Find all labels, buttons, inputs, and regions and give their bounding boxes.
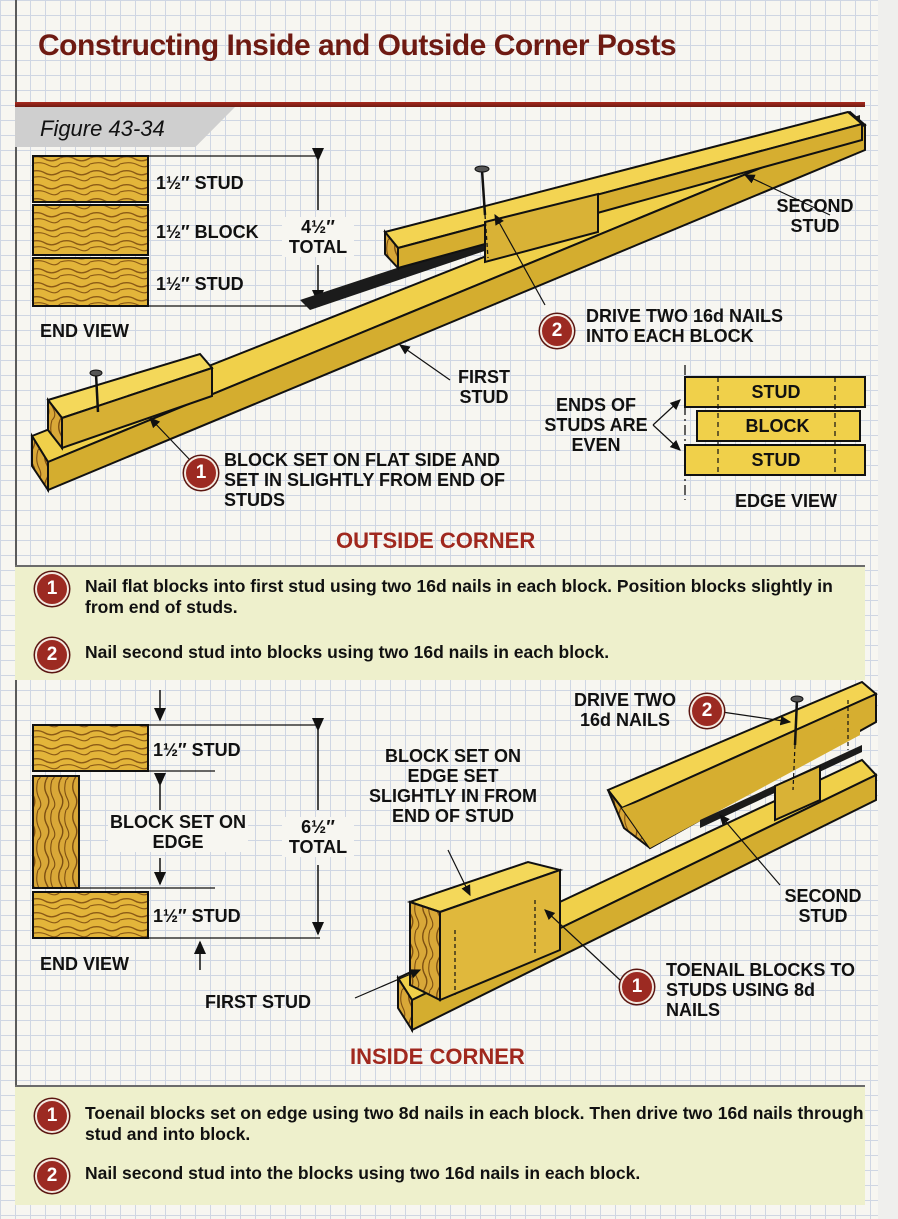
- outside-note-2-text: Nail second stud into blocks using two 1…: [85, 642, 610, 662]
- inside-stud-bottom-label: 1½″ STUD: [153, 906, 241, 926]
- inside-callout-2-text: DRIVE TWO 16d NAILS: [574, 690, 676, 730]
- outside-studs: [30, 110, 867, 494]
- inside-block-label: BLOCK SET ON EDGE: [108, 812, 248, 852]
- inside-note-2-text: Nail second stud into the blocks using t…: [85, 1163, 641, 1183]
- title-rule: [15, 102, 865, 107]
- end-stud-bottom: [32, 257, 149, 307]
- outside-callout-1-badge: 1: [184, 456, 218, 490]
- outside-callout-1-text: BLOCK SET ON FLAT SIDE AND SET IN SLIGHT…: [224, 450, 506, 510]
- inside-callout-1-text: TOENAIL BLOCKS TO STUDS USING 8d NAILS: [666, 960, 856, 1020]
- outside-second-stud-label: SECOND STUD: [776, 196, 854, 236]
- ends-even-note: ENDS OF STUDS ARE EVEN: [544, 395, 648, 455]
- inside-callout-2-badge: 2: [690, 694, 724, 728]
- figure-title: Constructing Inside and Outside Corner P…: [38, 29, 677, 62]
- outside-end-view: [32, 148, 324, 307]
- inside-block-note: BLOCK SET ON EDGE SET SLIGHTLY IN FROM E…: [368, 746, 537, 826]
- outside-first-stud-label: FIRST STUD: [458, 367, 510, 407]
- inside-note-2-badge: 2: [35, 1159, 69, 1193]
- edge-view-caption: EDGE VIEW: [735, 491, 838, 511]
- outside-corner-heading: OUTSIDE CORNER: [336, 528, 536, 553]
- outside-block-label: 1½″ BLOCK: [156, 222, 259, 242]
- outside-note-1-badge: 1: [35, 572, 69, 606]
- inside-notes-box: 1 Toenail blocks set on edge using two 8…: [15, 1085, 865, 1205]
- inside-callout-1-badge: 1: [620, 970, 654, 1004]
- outside-callout-2-text: DRIVE TWO 16d NAILS INTO EACH BLOCK: [586, 306, 784, 346]
- outside-stud-top-label: 1½″ STUD: [156, 173, 244, 193]
- page-edge: [878, 0, 898, 1219]
- outside-note-1-text: Nail flat blocks into first stud using t…: [85, 576, 833, 617]
- outside-edge-view: [652, 365, 866, 500]
- inside-first-stud-label: FIRST STUD: [205, 992, 311, 1012]
- inside-end-view: [32, 690, 324, 970]
- outside-callout-2-badge: 2: [540, 314, 574, 348]
- outside-total-label: 4½″ TOTAL: [282, 217, 354, 257]
- inside-studs: [354, 680, 878, 1034]
- outside-note-2-badge: 2: [35, 638, 69, 672]
- edge-view-stud-bottom-label: STUD: [751, 450, 801, 470]
- inside-end-view-caption: END VIEW: [40, 954, 130, 974]
- figure-tab: [15, 107, 235, 147]
- edge-view-block-label: BLOCK: [745, 416, 810, 436]
- inside-second-stud-label: SECOND STUD: [784, 886, 862, 926]
- outside-notes-box: 1 Nail flat blocks into first stud using…: [15, 565, 865, 680]
- inside-stud-top-label: 1½″ STUD: [153, 740, 241, 760]
- inside-corner-heading: INSIDE CORNER: [350, 1044, 525, 1069]
- inside-note-1-text: Toenail blocks set on edge using two 8d …: [85, 1103, 864, 1144]
- end-block: [32, 204, 149, 256]
- edge-view-stud-top-label: STUD: [751, 382, 801, 402]
- figure-number: Figure 43-34: [40, 116, 165, 141]
- end-stud-top: [32, 155, 149, 203]
- outside-end-view-caption: END VIEW: [40, 321, 130, 341]
- inside-note-1-badge: 1: [35, 1099, 69, 1133]
- inside-total-label: 6½″ TOTAL: [282, 817, 354, 857]
- outside-stud-bottom-label: 1½″ STUD: [156, 274, 244, 294]
